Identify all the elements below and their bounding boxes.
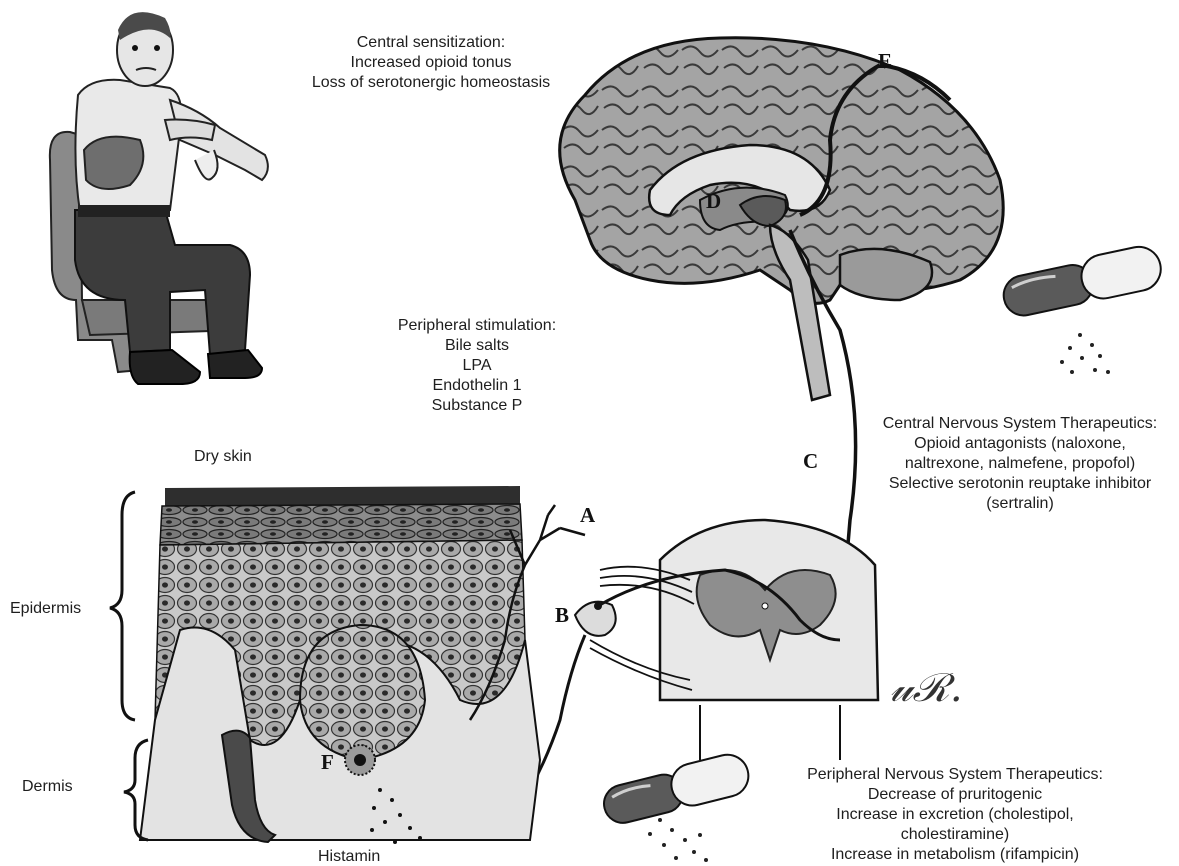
pns-therapeutics-text: Peripheral Nervous System Therapeutics: … <box>790 765 1120 865</box>
letter-a: A <box>580 503 595 528</box>
pns-therapeutics-line: Peripheral Nervous System Therapeutics: <box>790 765 1120 785</box>
pns-therapeutics-line: cholestiramine) <box>790 825 1120 845</box>
letter-b: B <box>555 603 569 628</box>
label-histamin: Histamin <box>318 848 380 866</box>
capsule-cns-powder <box>1060 333 1110 374</box>
cns-therapeutics-text: Central Nervous System Therapeutics: Opi… <box>862 414 1178 514</box>
brain <box>560 38 1004 400</box>
liver <box>84 137 143 189</box>
cns-therapeutics-line: Selective serotonin reuptake inhibitor <box>862 474 1178 494</box>
capsule-pns <box>599 750 753 827</box>
belt <box>78 205 170 217</box>
peripheral-stimulation-line: Endothelin 1 <box>392 376 562 396</box>
peripheral-stimulation-line: LPA <box>392 356 562 376</box>
pns-therapeutics-line: Decrease of pruritogenic <box>790 785 1120 805</box>
pns-therapeutics-line: Increase in excretion (cholestipol, <box>790 805 1120 825</box>
peripheral-stimulation-line: Bile salts <box>392 336 562 356</box>
flat-cell-layer <box>160 504 522 545</box>
central-sensitization-line: Central sensitization: <box>288 33 574 53</box>
letter-f: F <box>321 750 334 775</box>
label-epidermis: Epidermis <box>10 600 81 618</box>
central-sensitization-line: Loss of serotonergic homeostasis <box>288 73 574 93</box>
epidermis-brace <box>110 492 135 720</box>
central-sensitization-line: Increased opioid tonus <box>288 53 574 73</box>
letter-e: E <box>878 49 892 74</box>
central-sensitization-text: Central sensitization: Increased opioid … <box>288 33 574 93</box>
skin-section <box>140 486 585 844</box>
label-dry-skin: Dry skin <box>194 448 252 466</box>
peripheral-stimulation-line: Peripheral stimulation: <box>392 316 562 336</box>
cns-therapeutics-line: Opioid antagonists (naloxone, <box>862 434 1178 454</box>
cns-therapeutics-line: naltrexone, nalmefene, propofol) <box>862 454 1178 474</box>
letter-d: D <box>706 189 721 214</box>
cerebellum <box>840 249 932 300</box>
artist-signature: 𝓊ℛ. <box>890 665 963 711</box>
pns-therapeutics-line: Increase in metabolism (rifampicin) <box>790 845 1120 865</box>
label-dermis: Dermis <box>22 778 73 796</box>
capsule-cns <box>999 243 1165 319</box>
peripheral-stimulation-line: Substance P <box>392 396 562 416</box>
arm-scratching <box>170 100 268 180</box>
shoe-right <box>208 350 262 378</box>
peripheral-stimulation-text: Peripheral stimulation: Bile salts LPA E… <box>392 316 562 416</box>
capsule-pns-powder <box>648 818 708 862</box>
cns-therapeutics-line: (sertralin) <box>862 494 1178 514</box>
letter-c: C <box>803 449 818 474</box>
dermal-papilla <box>300 625 425 760</box>
patient-figure <box>50 12 268 384</box>
shoe-left <box>130 350 200 384</box>
cns-therapeutics-line: Central Nervous System Therapeutics: <box>862 414 1178 434</box>
